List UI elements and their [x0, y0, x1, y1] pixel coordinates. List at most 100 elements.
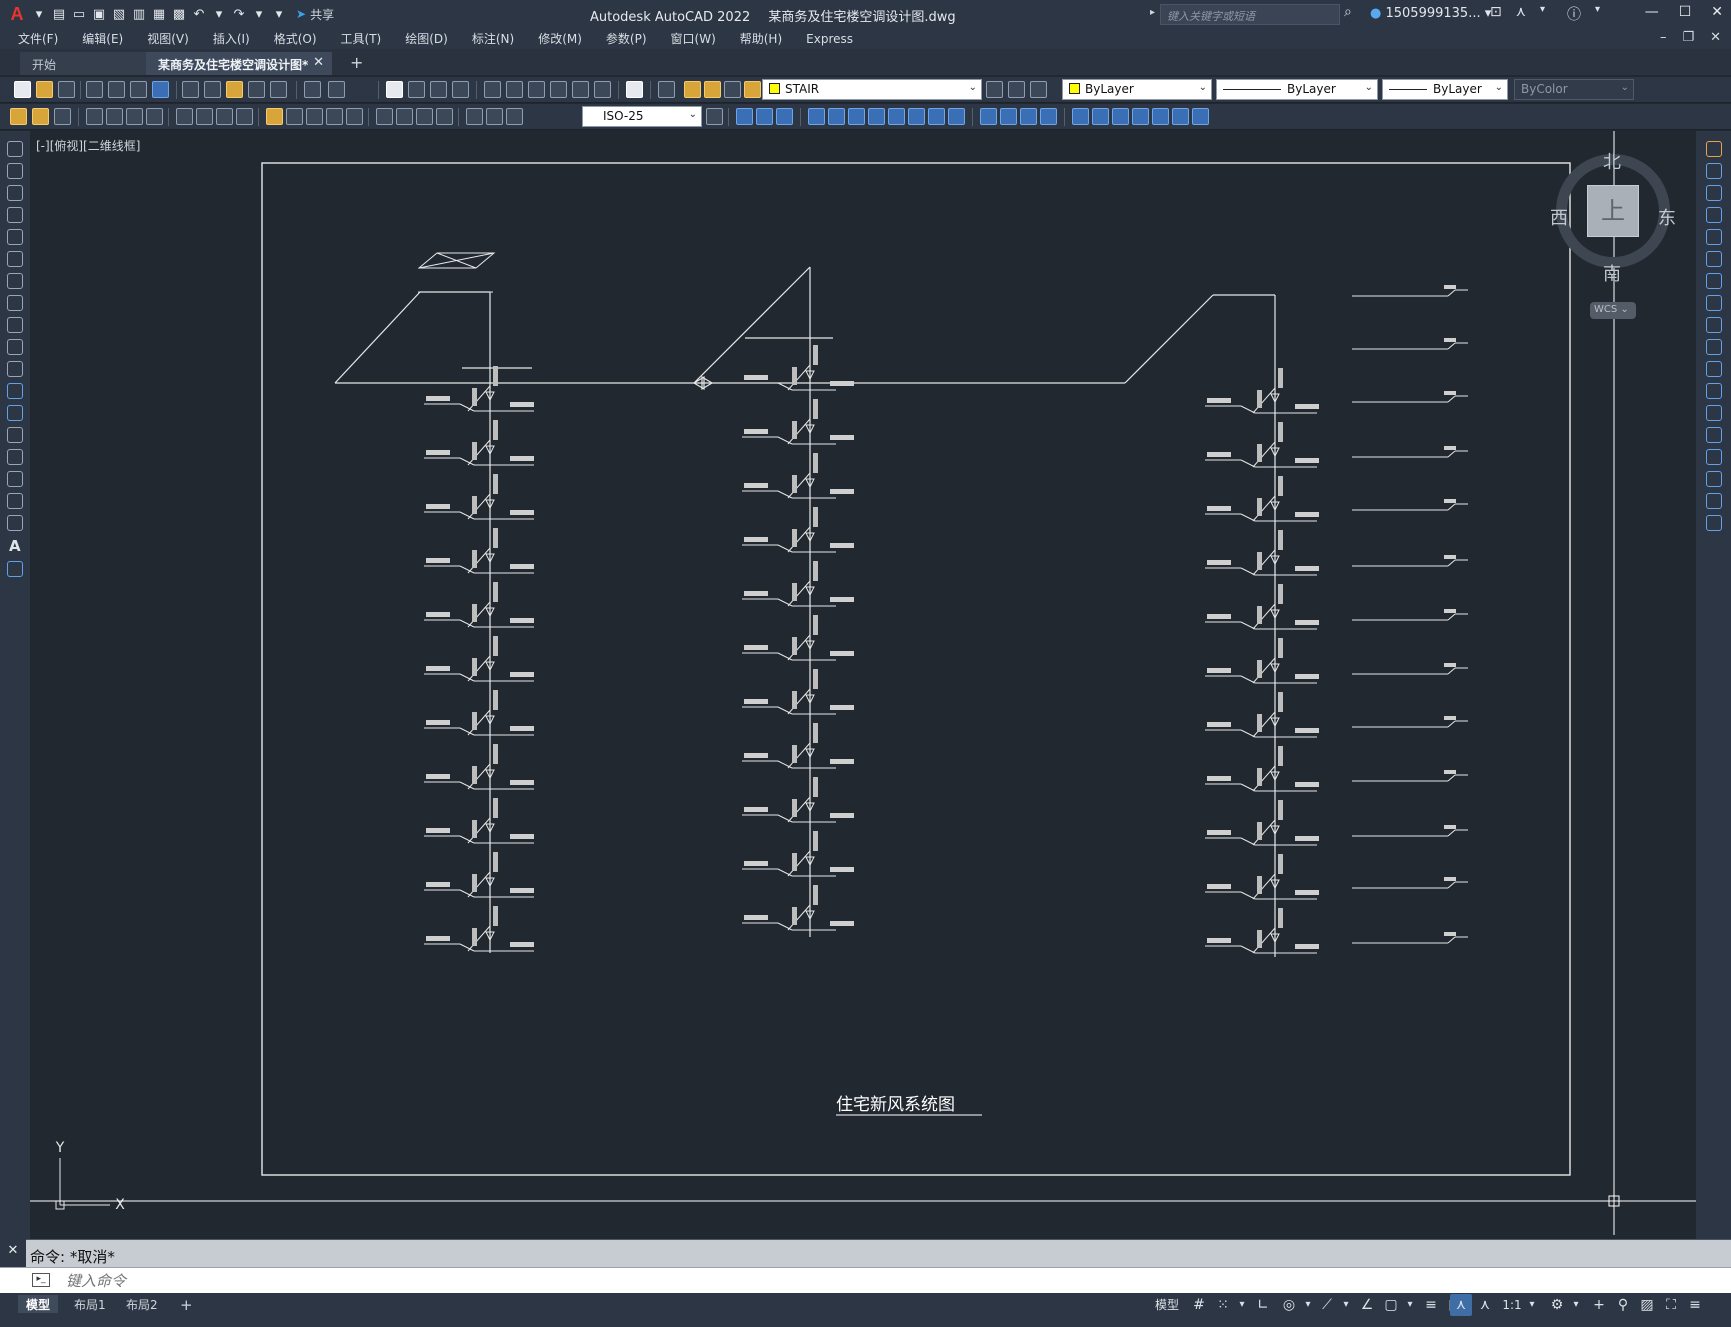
grid-icon[interactable]: # [1193, 1297, 1205, 1313]
auto-scale-icon[interactable]: ⋏ [1479, 1297, 1491, 1313]
pan-icon[interactable] [386, 81, 403, 98]
isodraft-dropdown-icon[interactable]: ▾ [1343, 1299, 1349, 1310]
viewcube-compass-ring[interactable] [1556, 154, 1670, 268]
undo-tool-icon[interactable] [304, 81, 321, 98]
open-folder-icon[interactable]: ▭ [72, 6, 86, 22]
recent-commands-icon[interactable]: ▸_ [32, 1273, 50, 1287]
rotate-palette-icon[interactable] [1706, 273, 1722, 289]
doc-minimize-icon[interactable]: – [1659, 30, 1667, 45]
markup-icon[interactable] [572, 81, 589, 98]
snap-dropdown-icon[interactable]: ▾ [1239, 1299, 1245, 1310]
scale-palette-icon[interactable] [1706, 295, 1722, 311]
circle-icon[interactable] [7, 273, 23, 289]
viewcube[interactable]: 上 北 南 东 西 [1550, 148, 1676, 285]
clean-screen-icon[interactable]: ⛶ [1666, 1297, 1676, 1313]
render-1-icon[interactable] [1072, 108, 1089, 125]
vp-1-icon[interactable] [736, 108, 753, 125]
offset-icon[interactable] [1706, 207, 1722, 223]
construction-line-icon[interactable] [7, 163, 23, 179]
layer-viewport-icon[interactable] [724, 81, 741, 98]
revcloud-icon[interactable] [7, 295, 23, 311]
break-point-icon[interactable] [1706, 383, 1722, 399]
trim-palette-icon[interactable] [1706, 339, 1722, 355]
layer-combo[interactable]: STAIR ⌄ [762, 79, 982, 100]
lineweight-combo[interactable]: ByLayer ⌄ [1382, 79, 1508, 100]
design-center-icon[interactable] [506, 81, 523, 98]
undo-dropdown-icon[interactable]: ▾ [215, 6, 223, 22]
layer-on-icon[interactable] [684, 81, 701, 98]
maximize-icon[interactable]: ☐ [1678, 4, 1692, 20]
menu-edit[interactable]: 编辑(E) [82, 32, 124, 46]
save-icon[interactable]: ▣ [92, 6, 106, 22]
render-4-icon[interactable] [1132, 108, 1149, 125]
sheet-set-icon[interactable] [550, 81, 567, 98]
layer-previous-icon[interactable] [1008, 81, 1025, 98]
mirror-icon[interactable] [888, 108, 905, 125]
new-tab-icon[interactable]: + [350, 53, 364, 72]
drawing-canvas[interactable]: 住宅新风系统图 Y X [30, 131, 1696, 1235]
open-web-icon[interactable]: ▥ [132, 6, 146, 22]
center-mark-icon[interactable] [396, 108, 413, 125]
quick-dim-icon[interactable] [266, 108, 283, 125]
cart-icon[interactable]: ⊡ [1490, 4, 1502, 20]
mtext-icon[interactable]: A [9, 537, 21, 555]
add-layout-icon[interactable]: + [180, 1296, 193, 1314]
dimstyle-combo[interactable]: ISO-25 ⌄ [582, 106, 702, 127]
rotate-icon[interactable] [868, 108, 885, 125]
app-menu-dropdown-icon[interactable]: ▾ [35, 6, 43, 22]
publish-icon[interactable] [130, 81, 147, 98]
solid-1-icon[interactable] [980, 108, 997, 125]
tab-active-drawing[interactable]: 某商务及住宅楼空调设计图* ✕ [146, 52, 332, 75]
menu-modify[interactable]: 修改(M) [538, 32, 582, 46]
jogged-dim-icon[interactable] [196, 108, 213, 125]
3d-print-icon[interactable] [152, 81, 169, 98]
doc-restore-icon[interactable]: ❐ [1682, 30, 1695, 45]
polar-dropdown-icon[interactable]: ▾ [1305, 1299, 1311, 1310]
dim-style-manager-icon[interactable] [706, 108, 723, 125]
compass-west[interactable]: 西 [1550, 208, 1568, 229]
new-file-icon[interactable]: ▤ [52, 6, 66, 22]
polygon-icon[interactable] [7, 207, 23, 223]
search-input[interactable]: 键入关键字或短语 [1160, 4, 1340, 25]
layer-properties-icon[interactable] [658, 81, 675, 98]
blend-curves-icon[interactable] [1706, 493, 1722, 509]
add-selected-icon[interactable] [7, 561, 23, 577]
linear-dim-icon[interactable] [86, 108, 103, 125]
radius-dim-icon[interactable] [176, 108, 193, 125]
annotation-scale[interactable]: 1:1 [1502, 1298, 1522, 1312]
zoom-window-icon[interactable] [430, 81, 447, 98]
command-input[interactable] [66, 1272, 1666, 1290]
model-space-button[interactable]: 模型 [1154, 1298, 1179, 1312]
a360-dropdown-icon[interactable]: ▾ [1540, 4, 1546, 15]
array-icon[interactable] [1706, 229, 1722, 245]
continue-dim-icon[interactable] [306, 108, 323, 125]
erase-icon[interactable] [1706, 141, 1722, 157]
workspace-dropdown-icon[interactable]: ▾ [1573, 1299, 1579, 1310]
zoom-previous-icon[interactable] [452, 81, 469, 98]
object-snap-tracking-icon[interactable]: ∠ [1360, 1297, 1374, 1313]
polyline-icon[interactable] [7, 185, 23, 201]
compass-east[interactable]: 东 [1658, 208, 1676, 229]
command-close-icon[interactable]: ✕ [7, 1243, 19, 1258]
application-menu-icon[interactable]: A [10, 3, 24, 24]
copy-palette-icon[interactable] [1706, 163, 1722, 179]
doc-close-icon[interactable]: ✕ [1710, 30, 1721, 45]
tab-close-icon[interactable]: ✕ [313, 55, 324, 70]
table-icon[interactable] [7, 515, 23, 531]
search-icon[interactable]: ⌕ [1344, 4, 1352, 20]
lineweight-icon[interactable]: ≡ [1425, 1297, 1437, 1313]
save-web-icon[interactable]: ▦ [152, 6, 166, 22]
redo-icon[interactable]: ↷ [233, 6, 245, 22]
tool-palettes-icon[interactable] [528, 81, 545, 98]
plot-preview-icon[interactable] [108, 81, 125, 98]
render-3-icon[interactable] [1112, 108, 1129, 125]
annotation-visibility-icon[interactable]: ⋏ [1450, 1294, 1472, 1316]
layer-states-icon[interactable] [1030, 81, 1047, 98]
region-icon[interactable] [7, 493, 23, 509]
dim-space-icon[interactable] [326, 108, 343, 125]
menu-view[interactable]: 视图(V) [147, 32, 189, 46]
make-block-icon[interactable] [7, 405, 23, 421]
chamfer-icon[interactable] [1706, 449, 1722, 465]
copy-icon[interactable] [204, 81, 221, 98]
gradient-icon[interactable] [7, 471, 23, 487]
